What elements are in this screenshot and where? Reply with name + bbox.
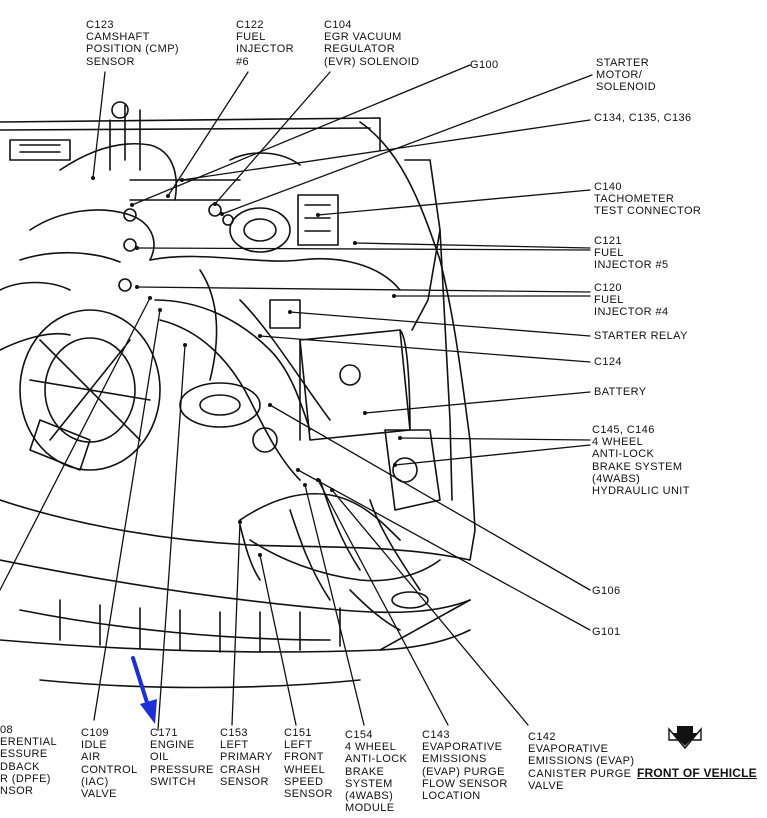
front-direction-icon (668, 726, 702, 750)
highlight-arrow-icon (131, 656, 157, 724)
label-c134: C134, C135, C136 (594, 112, 692, 124)
label-g101: G101 (592, 626, 621, 638)
label-g106: G106 (592, 585, 621, 597)
label-c124: C124 (594, 356, 622, 368)
label-g100: G100 (470, 59, 499, 71)
front-of-vehicle-label: FRONT OF VEHICLE (637, 766, 757, 780)
label-starter-relay: STARTER RELAY (594, 330, 688, 342)
label-battery: BATTERY (594, 386, 647, 398)
